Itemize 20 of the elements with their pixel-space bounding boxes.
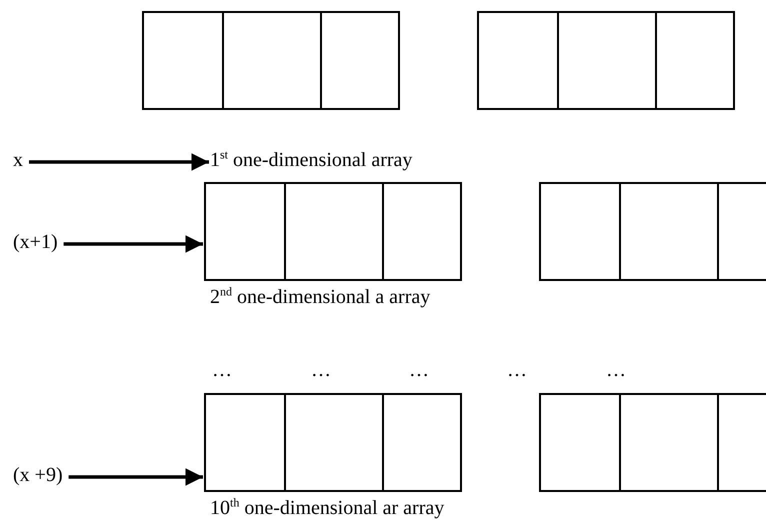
ellipsis-text: … <box>507 358 527 382</box>
arrow <box>29 153 209 171</box>
array-drawing <box>204 393 462 492</box>
array-drawing <box>142 11 400 110</box>
array-caption: 2$^{nd}$ one-dimensional a array <box>210 285 430 309</box>
pointer-label: (x +9) <box>13 463 63 487</box>
pointer-label: (x+1) <box>13 230 58 254</box>
pointer-label: x <box>13 148 23 172</box>
ellipsis-text: … <box>409 358 429 382</box>
arrow <box>68 468 203 486</box>
arrow <box>64 235 203 253</box>
array-caption: 10$^{th}$ one-dimensional ar array <box>210 496 444 520</box>
ellipsis-text: … <box>212 358 232 382</box>
array-drawing <box>204 182 462 281</box>
array-drawing <box>539 182 766 281</box>
ellipsis-text: … <box>311 358 331 382</box>
array-drawing <box>539 393 766 492</box>
array-caption: 1$^{st}$ one-dimensional array <box>210 148 412 172</box>
ellipsis-text: … <box>606 358 626 382</box>
array-drawing <box>477 11 735 110</box>
